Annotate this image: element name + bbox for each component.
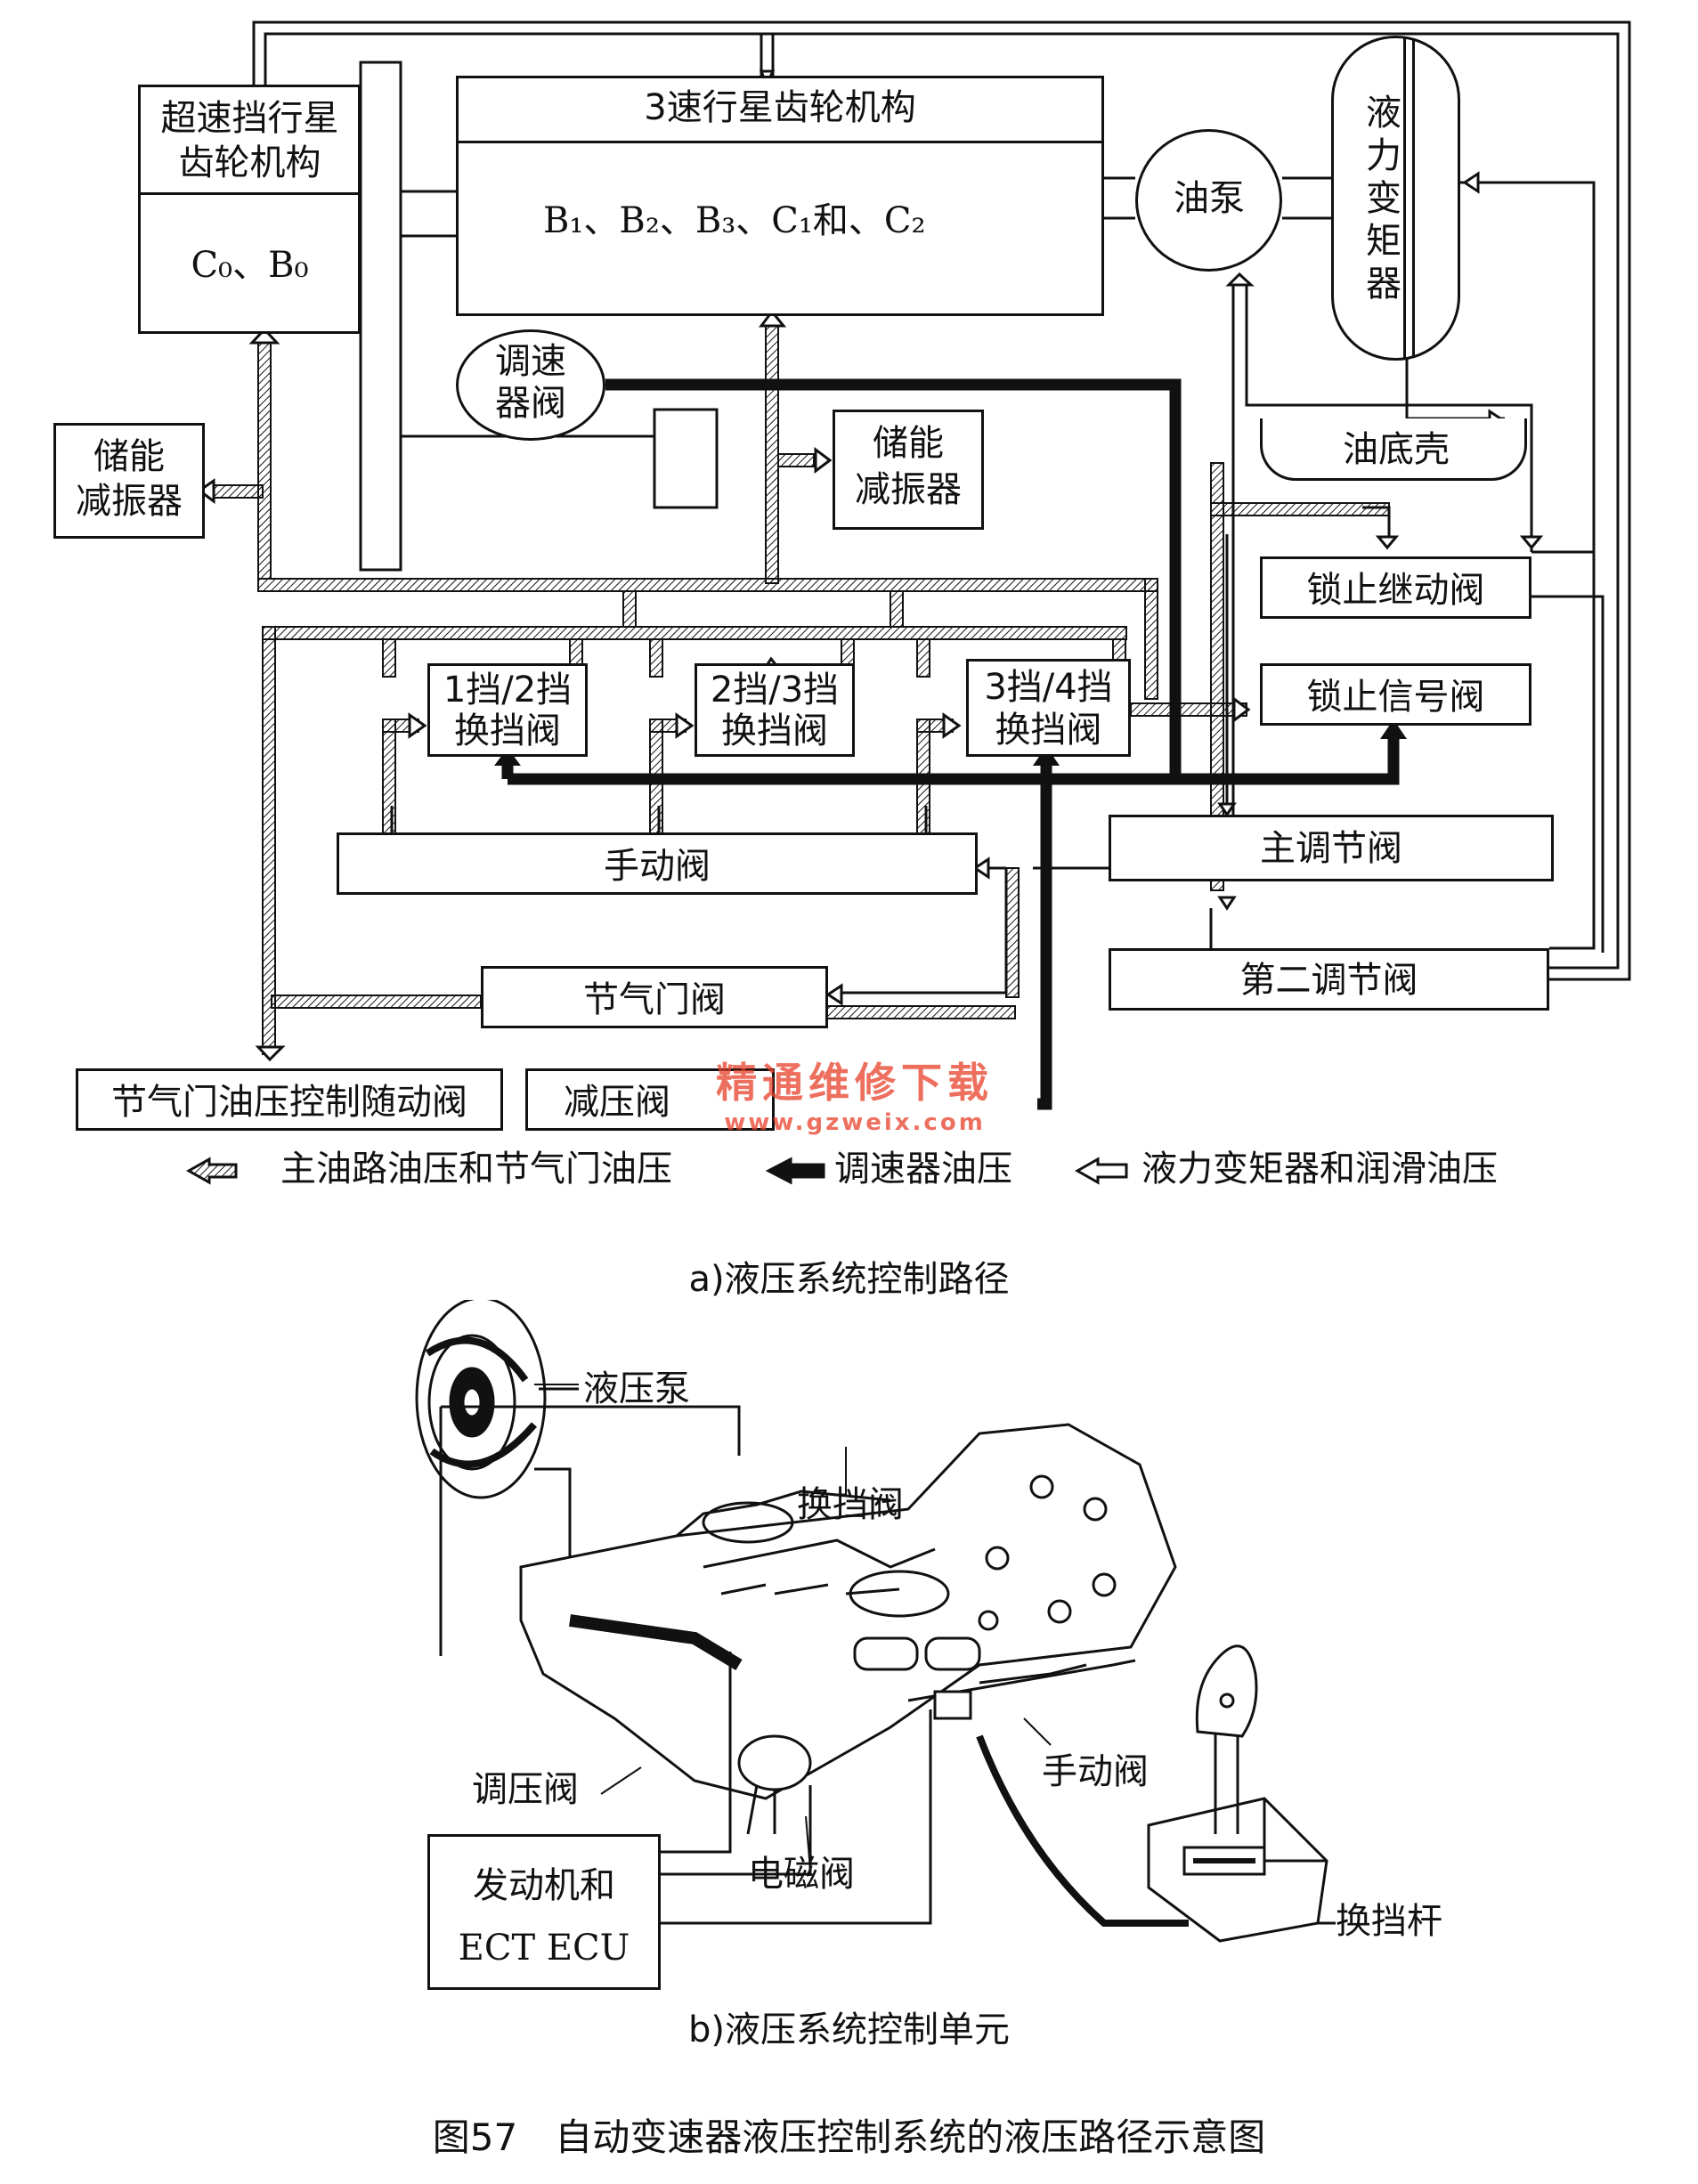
- figure-caption: 图57 自动变速器液压控制系统的液压路径示意图: [432, 2115, 1266, 2159]
- planetary-3speed-unit: 3速行星齿轮机构 B₁、B₂、B₃、C₁和、C₂: [456, 76, 1104, 316]
- throttle-valve-label: 节气门阀: [583, 979, 726, 1020]
- regulator-valve-label: 调压阀: [472, 1769, 579, 1810]
- shift-valve-1-2-line2: 换挡阀: [454, 710, 561, 751]
- lockup-signal-valve-label: 锁止信号阀: [1306, 677, 1485, 718]
- legend-main-line: 主油路油压和节气门油压: [280, 1149, 672, 1189]
- throttle-valve: 节气门阀: [481, 966, 828, 1028]
- lockup-relay-valve-label: 锁止继动阀: [1306, 570, 1485, 611]
- solenoid-valve-label: 电磁阀: [748, 1854, 855, 1895]
- valve-body-drawing: [519, 1423, 1177, 1835]
- oil-pump-label: 油泵: [1174, 178, 1245, 219]
- planetary-3speed-title: 3速行星齿轮机构: [644, 87, 916, 128]
- hydraulic-pump-drawing: [415, 1300, 547, 1499]
- throttle-modulator: 节气门油压控制随动阀: [76, 1068, 503, 1131]
- primary-regulator: 主调节阀: [1109, 815, 1554, 881]
- overdrive-title-2: 齿轮机构: [178, 142, 321, 183]
- hydraulic-pump-label: 液压泵: [583, 1368, 690, 1409]
- accumulator-left: 储能 减振器: [53, 423, 205, 539]
- shift-lever-drawing: [1147, 1644, 1336, 1943]
- overdrive-elements: C₀、B₀: [191, 245, 309, 286]
- planetary-3speed-elements: B₁、B₂、B₃、C₁和、C₂: [543, 200, 926, 241]
- shift-valve-3-4-line1: 3挡/4挡: [984, 667, 1113, 708]
- shift-valve-2-3-line2: 换挡阀: [721, 710, 828, 751]
- lube-line-branch-top: [760, 34, 775, 76]
- ecu-line2: ECT ECU: [458, 1928, 630, 1969]
- secondary-regulator: 第二调节阀: [1109, 948, 1549, 1011]
- accumulator-left-line1: 储能: [93, 436, 165, 477]
- manual-valve-a-label: 手动阀: [604, 846, 711, 887]
- torque-converter-label: 液力变矩器: [1366, 93, 1401, 304]
- throttle-modulator-label: 节气门油压控制随动阀: [111, 1082, 467, 1123]
- ecu-box: 发动机和 ECT ECU: [427, 1834, 661, 1990]
- watermark: 精通维修下载 www.gzweix.com: [695, 1051, 1015, 1136]
- shift-lever-label: 换挡杆: [1336, 1901, 1442, 1942]
- accumulator-left-line2: 减振器: [76, 481, 183, 522]
- shift-valve-b-label: 换挡阀: [797, 1484, 904, 1525]
- governor-rotor: [653, 408, 719, 509]
- lube-line-outer: [252, 20, 1631, 981]
- lockup-relay-valve: 锁止继动阀: [1260, 556, 1531, 619]
- watermark-line2: www.gzweix.com: [724, 1109, 986, 1136]
- accumulator-mid: 储能 减振器: [833, 410, 984, 530]
- caption-b: b)液压系统控制单元: [688, 2009, 1010, 2050]
- legend-governor: 调速器油压: [834, 1149, 1012, 1189]
- oil-pump: 油泵: [1135, 129, 1282, 272]
- shift-valve-1-2-line1: 1挡/2挡: [443, 670, 573, 710]
- pressure-reducer-label: 减压阀: [564, 1082, 670, 1123]
- shift-valve-2-3-line1: 2挡/3挡: [710, 670, 840, 710]
- accumulator-mid-line1: 储能: [873, 423, 944, 464]
- shift-valve-1-2: 1挡/2挡 换挡阀: [427, 663, 588, 757]
- ecu-line1: 发动机和: [473, 1865, 615, 1906]
- manual-valve-a: 手动阀: [337, 832, 978, 895]
- shift-valve-3-4-line2: 换挡阀: [995, 710, 1102, 751]
- governor-valve: 调速 器阀: [456, 329, 605, 441]
- caption-a: a)液压系统控制路径: [688, 1259, 1010, 1300]
- governor-valve-line2: 器阀: [495, 383, 566, 424]
- shift-valve-3-4: 3挡/4挡 换挡阀: [966, 659, 1131, 757]
- primary-regulator-label: 主调节阀: [1260, 828, 1402, 869]
- shaft: [359, 61, 402, 572]
- secondary-regulator-label: 第二调节阀: [1239, 960, 1418, 1001]
- legend-converter: 液力变矩器和润滑油压: [1141, 1149, 1498, 1189]
- pressure-reducer: 减压阀: [525, 1068, 775, 1131]
- overdrive-title-1: 超速挡行星: [160, 98, 339, 139]
- diagram-b-drawing: [415, 1300, 1336, 1943]
- lube-line-inner: [264, 32, 1620, 970]
- manual-valve-b-label: 手动阀: [1042, 1751, 1149, 1792]
- oil-pan-label: 油底壳: [1343, 429, 1450, 470]
- lockup-signal-valve: 锁止信号阀: [1260, 663, 1531, 726]
- governor-valve-line1: 调速: [495, 341, 566, 382]
- oil-pan: 油底壳: [1260, 418, 1527, 481]
- watermark-line1: 精通维修下载: [716, 1059, 994, 1107]
- accumulator-mid-line2: 减振器: [855, 469, 962, 510]
- overdrive-planetary-unit: 超速挡行星 齿轮机构 C₀、B₀: [138, 85, 361, 334]
- torque-converter: 液力变矩器: [1331, 36, 1460, 361]
- diagram-a-lines: [185, 20, 1631, 1185]
- shift-valve-2-3: 2挡/3挡 换挡阀: [695, 663, 855, 757]
